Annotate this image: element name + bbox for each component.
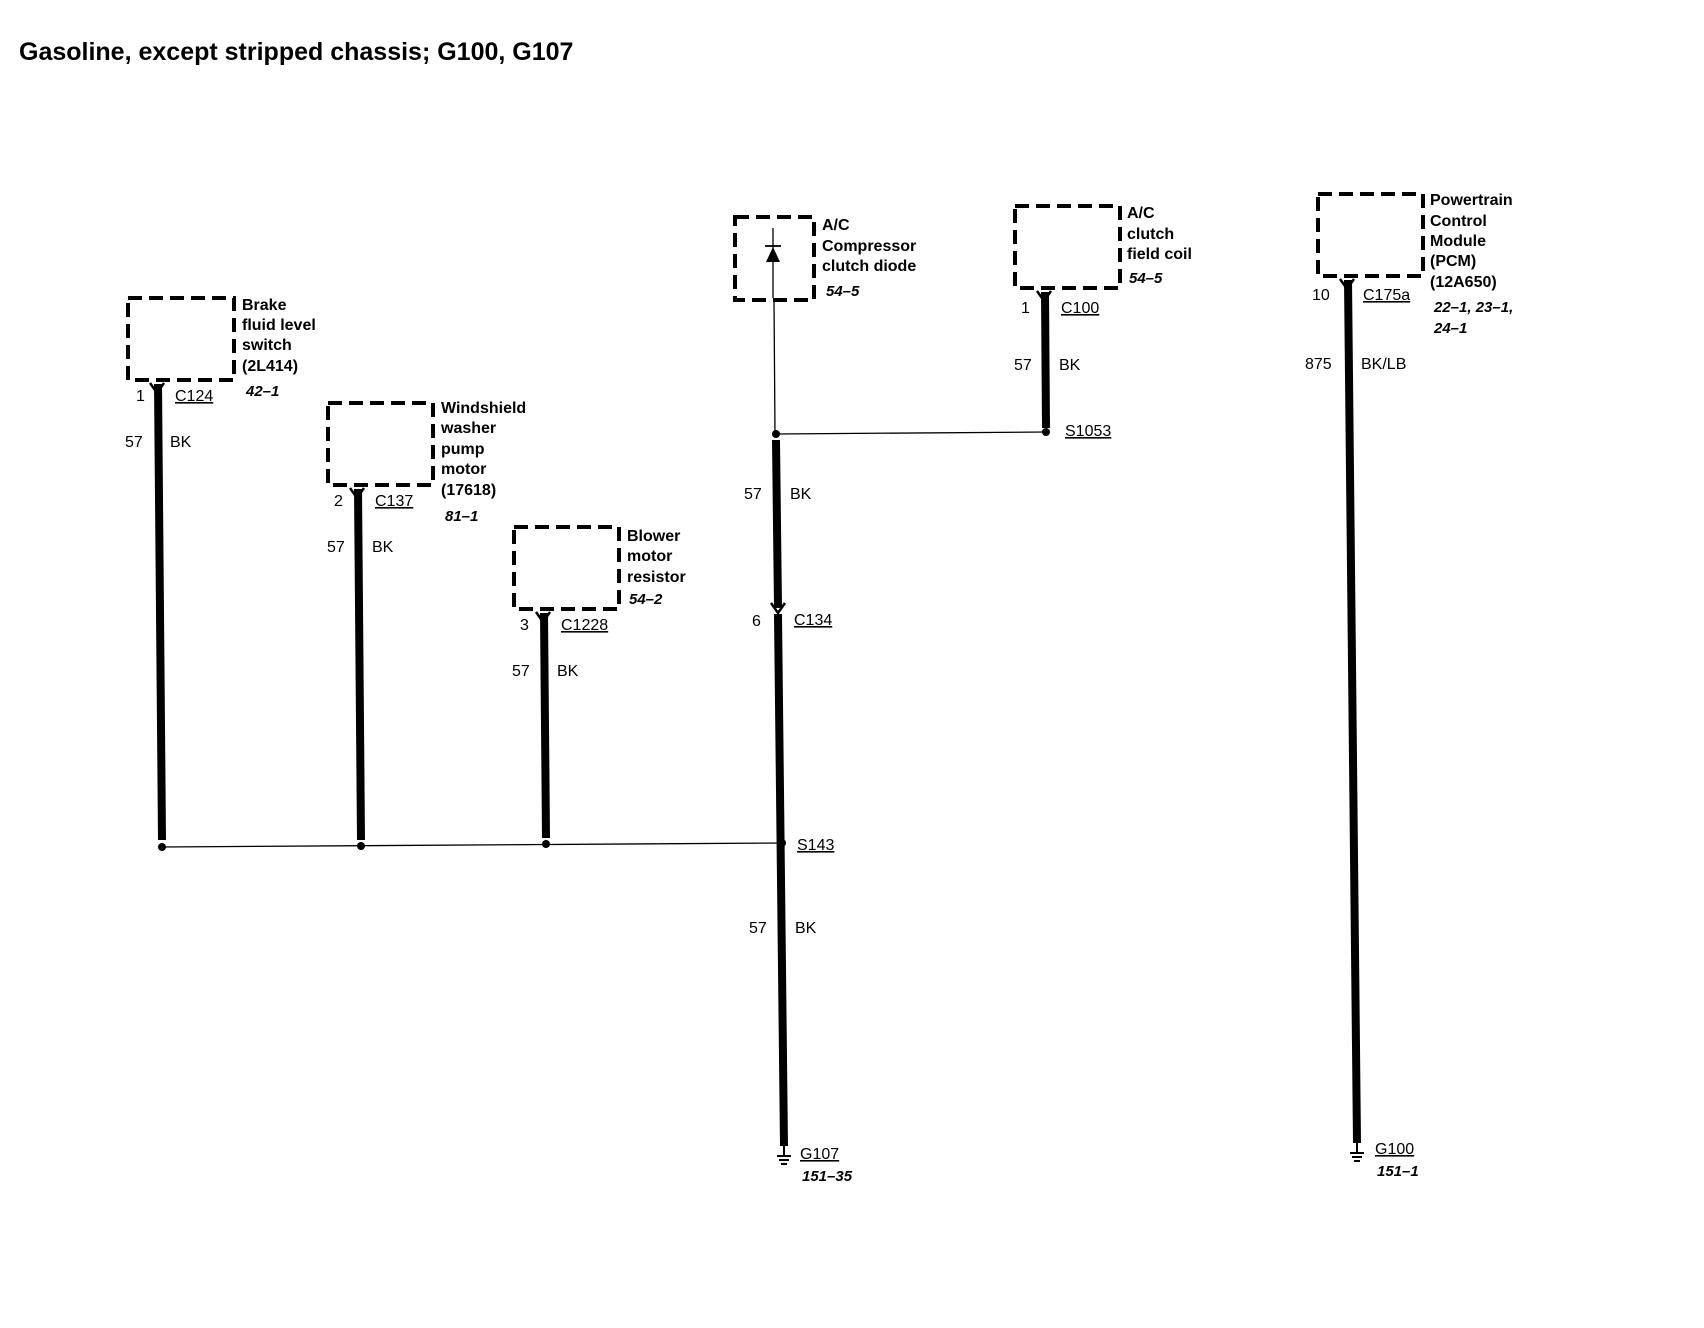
page-reference: 22–1, 23–1, <box>1433 299 1513 316</box>
wire-57-bk <box>540 612 550 839</box>
component-box <box>126 296 236 382</box>
page-reference: 54–5 <box>826 283 860 300</box>
circuit-number: 57 <box>744 486 762 503</box>
circuit-number: 57 <box>1014 357 1032 374</box>
page-reference: 151–35 <box>802 1168 853 1185</box>
wiring-diagram: Gasoline, except stripped chassis; G100,… <box>19 38 1513 1185</box>
component-name-line: clutch diode <box>822 258 916 275</box>
component-name-line: Powertrain <box>1430 192 1513 209</box>
connector-id: C100 <box>1061 300 1099 317</box>
component-box <box>512 525 621 611</box>
component-name-line: washer <box>440 420 496 437</box>
ground-g100: G100 151–1 <box>1350 1141 1419 1180</box>
component-box <box>1316 192 1425 278</box>
component-name-line: A/C <box>822 217 850 234</box>
circuit-number: 57 <box>512 663 530 680</box>
wire-color: BK <box>795 920 817 937</box>
component-name-line: Brake <box>242 297 287 314</box>
circuit-number: 875 <box>1305 356 1332 373</box>
wire-color: BK <box>790 486 812 503</box>
wire-color: BK/LB <box>1361 356 1406 373</box>
connector-id: C175a <box>1363 287 1410 304</box>
ac-clutch-field-coil: A/C clutch field coil 54–5 1 C100 57 BK … <box>1013 204 1192 440</box>
wire-color: BK <box>170 434 192 451</box>
component-box <box>326 401 435 487</box>
pin-number: 10 <box>1312 287 1330 304</box>
component-name-line: motor <box>627 548 672 565</box>
component-name-line: clutch <box>1127 226 1174 243</box>
splice-label: S143 <box>797 837 834 854</box>
component-name-line: (2L414) <box>242 358 298 375</box>
component-name-line: field coil <box>1127 246 1192 263</box>
wire-color: BK <box>1059 357 1081 374</box>
connector-id: C124 <box>175 388 213 405</box>
diode-icon <box>765 228 781 298</box>
pin-number: 2 <box>334 493 343 510</box>
page-reference: 42–1 <box>245 383 279 400</box>
splice-label: S1053 <box>1065 423 1111 440</box>
diagram-title: Gasoline, except stripped chassis; G100,… <box>19 38 573 66</box>
circuit-number: 57 <box>749 920 767 937</box>
pin-number: 1 <box>1021 300 1030 317</box>
component-name-line: (12A650) <box>1430 274 1497 291</box>
ground-g107: G107 151–35 <box>777 1146 853 1185</box>
ac-compressor-clutch-diode: A/C Compressor clutch diode 54–5 57 BK 6… <box>733 215 916 630</box>
component-name-line: Control <box>1430 213 1487 230</box>
page-reference: 151–1 <box>1377 1163 1419 1180</box>
ground-label: G100 <box>1375 1141 1414 1158</box>
blower-motor-resistor: Blower motor resistor 54–2 3 C1228 57 BK <box>512 525 686 839</box>
wire-57-bk <box>354 488 365 841</box>
connector-id: C1228 <box>561 617 608 634</box>
ground-icon <box>777 1146 791 1165</box>
component-name-line: (17618) <box>441 482 496 499</box>
ground-label: G107 <box>800 1146 839 1163</box>
splice-dot <box>772 430 780 438</box>
diode-lead-wire <box>773 299 776 435</box>
component-box <box>1013 204 1122 290</box>
page-reference: 54–2 <box>629 591 663 608</box>
splice-s143: S143 <box>158 837 834 854</box>
wire-875-bk-lb <box>1344 279 1361 1144</box>
wire-color: BK <box>557 663 579 680</box>
component-name-line: Compressor <box>822 238 916 255</box>
page-reference: 24–1 <box>1433 320 1467 337</box>
circuit-number: 57 <box>125 434 143 451</box>
connector-id: C134 <box>794 612 832 629</box>
wire-57-bk <box>772 439 782 609</box>
pin-number: 1 <box>136 388 145 405</box>
wire-57-bk-trunk <box>774 613 788 1147</box>
splice-dot <box>542 840 550 848</box>
splice-dot <box>357 842 365 850</box>
splice-bus-wire <box>161 842 783 848</box>
component-name-line: Windshield <box>441 400 526 417</box>
wire-color: BK <box>372 539 394 556</box>
pin-number: 3 <box>520 617 529 634</box>
component-name-line: (PCM) <box>1430 253 1476 270</box>
component-name-line: A/C <box>1127 205 1155 222</box>
ground-icon <box>1350 1143 1364 1162</box>
connector-symbol <box>769 602 787 616</box>
brake-fluid-level-switch: Brake fluid level switch (2L414) 42–1 1 … <box>125 296 316 841</box>
component-name-line: fluid level <box>242 317 316 334</box>
component-name-line: pump <box>441 441 485 458</box>
page-reference: 81–1 <box>445 508 478 525</box>
component-name-line: Blower <box>627 528 680 545</box>
component-name-line: resistor <box>627 569 686 586</box>
component-name-line: Module <box>1430 233 1486 250</box>
wire-57-bk <box>154 383 166 841</box>
pin-number: 6 <box>752 613 761 630</box>
splice-s1053-wire <box>775 431 1047 435</box>
circuit-number: 57 <box>327 539 345 556</box>
page-reference: 54–5 <box>1129 270 1163 287</box>
powertrain-control-module: Powertrain Control Module (PCM) (12A650)… <box>1305 192 1513 1144</box>
component-name-line: switch <box>242 337 292 354</box>
wire-57-bk <box>1041 291 1050 429</box>
connector-id: C137 <box>375 493 413 510</box>
windshield-washer-pump-motor: Windshield washer pump motor (17618) 81–… <box>326 400 526 841</box>
component-name-line: motor <box>441 461 486 478</box>
splice-dot <box>158 843 166 851</box>
